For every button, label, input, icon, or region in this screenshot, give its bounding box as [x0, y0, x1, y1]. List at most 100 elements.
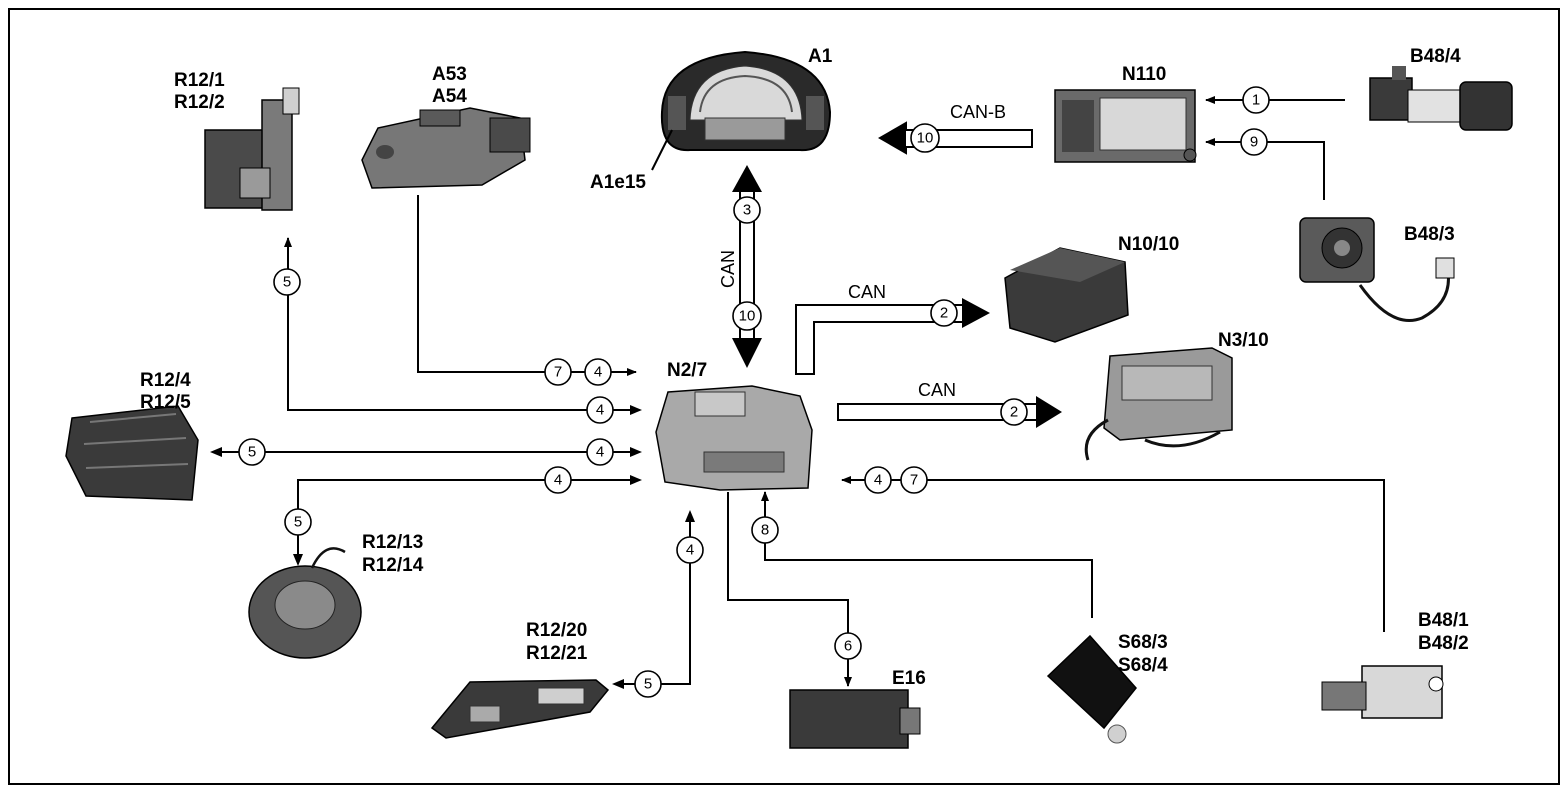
label-n3-10: N3/10: [1218, 330, 1269, 351]
dashboard-airbag-image: [65, 405, 199, 501]
signal-marker-4-r12-13: [544, 466, 572, 494]
signal-marker-2-n3: [1000, 398, 1028, 426]
leader-a1e15: [651, 129, 673, 171]
label-r12-13: R12/13: [362, 532, 423, 553]
wire-b48-1-n2-7: [841, 476, 1385, 632]
label-r12-21: R12/21: [526, 643, 588, 664]
signal-marker-10-can: [732, 301, 762, 331]
signal-marker-2-n10: [930, 299, 958, 327]
signal-number-6: 6: [844, 638, 852, 655]
label-r12-20: R12/20: [526, 620, 587, 641]
signal-marker-4-b48-1: [864, 466, 892, 494]
weight-sensor-upper-image: [1369, 66, 1513, 131]
warning-lamp-image: [789, 689, 921, 749]
engine-control-unit-image: [1084, 347, 1233, 461]
signal-marker-4-r12-4: [586, 438, 614, 466]
signal-marker-4-r12-20: [676, 536, 704, 564]
signal-number-7-b48-1: 7: [910, 472, 918, 489]
signal-number-5-r12-13: 5: [294, 514, 302, 531]
can-vertical-arrow-up: [732, 165, 762, 192]
signal-marker-9: [1240, 128, 1268, 156]
signal-number-8: 8: [761, 522, 769, 539]
wire-r12-1-loop: [287, 238, 636, 411]
signal-marker-5-r12-1: [273, 268, 301, 296]
signal-number-5-r12-1: 5: [283, 274, 291, 291]
control-unit-n10-image: [1004, 247, 1129, 343]
steering-airbag-image: [248, 547, 362, 659]
instrument-cluster-image: [660, 50, 832, 152]
signal-number-5-r12-4: 5: [248, 444, 256, 461]
side-airbag-image: [430, 679, 610, 739]
signal-marker-7-b48-1: [900, 466, 928, 494]
arrow-r12-20-to-n2-7: [685, 510, 695, 522]
signal-number-4-b48-1: 4: [874, 472, 882, 489]
belt-tensioner-image: [204, 87, 300, 211]
label-n2-7: N2/7: [667, 360, 707, 381]
airbag-control-unit-image: [655, 385, 813, 491]
signal-number-3: 3: [743, 202, 751, 219]
signal-marker-5-r12-13: [284, 508, 312, 536]
signal-number-7-a53: 7: [554, 364, 562, 381]
wire-a53-n2-7: [417, 195, 637, 376]
signal-number-4-r12-4: 4: [596, 444, 604, 461]
can-n10-arrowhead: [962, 298, 990, 328]
weight-sensor-lower-image: [1299, 217, 1455, 323]
label-r12-14: R12/14: [362, 555, 424, 576]
can-n3-label: CAN: [918, 380, 956, 400]
impact-sensor-image: [1321, 665, 1444, 719]
label-e16: E16: [892, 668, 926, 689]
label-r12-4: R12/4: [140, 370, 191, 391]
signal-marker-5-r12-4: [238, 438, 266, 466]
belt-buckle-switch-image: [1046, 634, 1137, 744]
label-r12-2: R12/2: [174, 92, 225, 113]
pyrotechnic-unit-image: [361, 107, 531, 189]
arrow-to-r12-13: [293, 554, 303, 566]
label-a1: A1: [808, 46, 833, 67]
arrow-r12-1-to-n2-7: [630, 405, 642, 415]
label-s68-3: S68/3: [1118, 632, 1168, 653]
arrow-to-r12-4: [210, 447, 222, 457]
label-b48-1: B48/1: [1418, 610, 1469, 631]
weight-sensing-unit-image: [1054, 89, 1197, 163]
can-n10-label: CAN: [848, 282, 886, 302]
label-r12-1: R12/1: [174, 70, 225, 91]
signal-number-4-r12-1: 4: [596, 402, 604, 419]
wire-n2-7-e16: [727, 492, 852, 687]
label-n110: N110: [1122, 64, 1166, 85]
label-b48-3: B48/3: [1404, 224, 1455, 245]
signal-marker-6: [834, 632, 862, 660]
label-b48-4: B48/4: [1410, 46, 1461, 67]
signal-number-1: 1: [1252, 92, 1260, 109]
wire-b48-3-n110: [1205, 138, 1325, 200]
signal-number-4-r12-20: 4: [686, 542, 694, 559]
signal-marker-5-r12-20: [634, 670, 662, 698]
signal-number-2-n3: 2: [1010, 404, 1018, 421]
signal-marker-3: [733, 196, 761, 224]
signal-number-4-r12-13: 4: [554, 472, 562, 489]
wire-r12-13-loop: [297, 479, 636, 556]
signal-number-4-a53: 4: [594, 364, 602, 381]
diagram-frame: [8, 8, 1560, 785]
label-b48-2: B48/2: [1418, 633, 1469, 654]
can-vertical-arrow-down: [732, 338, 762, 368]
signal-marker-10-canb: [910, 123, 940, 153]
arrow-to-r12-20: [612, 679, 624, 689]
can-n3-arrowhead: [1036, 396, 1062, 428]
label-s68-4: S68/4: [1118, 655, 1168, 676]
label-r12-5: R12/5: [140, 392, 191, 413]
signal-marker-4-a53: [584, 358, 612, 386]
signal-number-2-n10: 2: [940, 305, 948, 322]
signal-marker-1: [1242, 86, 1270, 114]
can-b-label: CAN-B: [950, 102, 1006, 122]
can-vertical-label: CAN: [718, 250, 738, 288]
label-a53: A53: [432, 64, 467, 85]
signal-number-5-r12-20: 5: [644, 676, 652, 693]
signal-marker-4-r12-1: [586, 396, 614, 424]
label-a1e15: A1e15: [590, 172, 646, 193]
signal-number-10-can: 10: [739, 308, 756, 325]
can-b-arrowhead: [880, 123, 906, 153]
signal-marker-7-a53: [544, 358, 572, 386]
signal-marker-8: [751, 516, 779, 544]
signal-number-9: 9: [1250, 134, 1258, 151]
